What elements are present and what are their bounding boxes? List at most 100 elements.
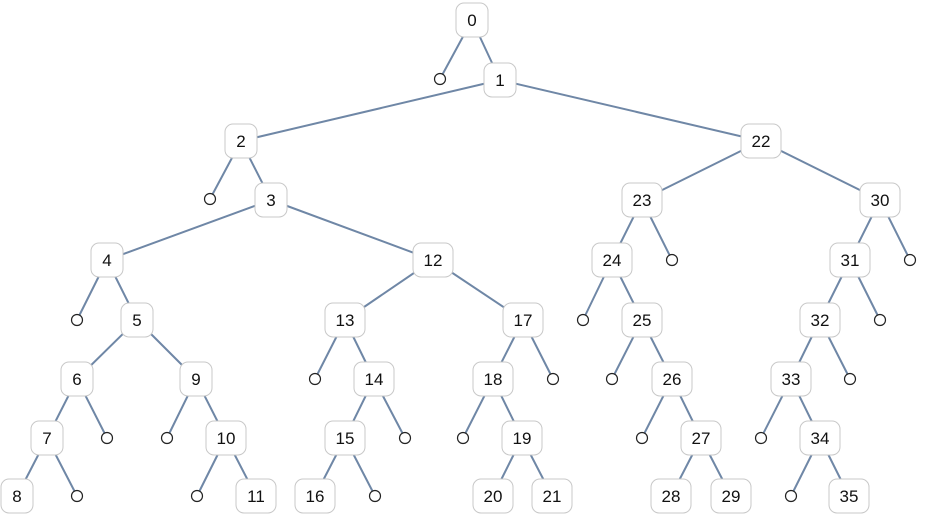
- tree-node-2: 2: [224, 123, 258, 159]
- node-box: [650, 478, 692, 514]
- tree-node-16: 16: [294, 478, 336, 514]
- empty-leaf-circle-icon: [70, 313, 84, 327]
- empty-leaf-circle-icon: [398, 431, 412, 445]
- node-box: [770, 361, 812, 397]
- node-label: 30: [871, 191, 890, 210]
- node-box: [353, 361, 395, 397]
- node-label: 19: [513, 429, 532, 448]
- tree-node-31: 31: [829, 242, 871, 278]
- tree-node-34: 34: [799, 420, 841, 456]
- node-label: 26: [663, 370, 682, 389]
- empty-leaf-circle-icon: [754, 431, 768, 445]
- node-box: [60, 361, 94, 397]
- empty-leaf-circle-icon: [873, 313, 887, 327]
- node-box: [829, 242, 871, 278]
- node-label: 32: [811, 311, 830, 330]
- tree-node-30: 30: [859, 182, 901, 218]
- node-box: [621, 302, 663, 338]
- node-box: [30, 420, 64, 456]
- node-label: 27: [692, 429, 711, 448]
- node-label: 23: [633, 191, 652, 210]
- node-box: [235, 478, 277, 514]
- tree-node-5: 5: [120, 302, 154, 338]
- node-box: [472, 361, 514, 397]
- empty-leaf-circle-icon: [100, 431, 114, 445]
- empty-leaf-circle-icon: [665, 253, 679, 267]
- node-box: [502, 302, 544, 338]
- edge-3-4: [106, 199, 272, 261]
- tree-node-35: 35: [828, 478, 870, 514]
- node-box: [799, 420, 841, 456]
- empty-leaf-circle-icon: [635, 431, 649, 445]
- node-label: 18: [484, 370, 503, 389]
- tree-node-15: 15: [324, 420, 366, 456]
- tree-node-28: 28: [650, 478, 692, 514]
- tree-node-11: 11: [235, 478, 277, 514]
- node-box: [651, 361, 693, 397]
- node-box: [120, 302, 154, 338]
- node-label: 1: [495, 71, 504, 90]
- empty-leaf-circle-icon: [605, 372, 619, 386]
- node-label: 22: [752, 132, 771, 151]
- tree-node-8: 8: [0, 478, 34, 514]
- node-label: 2: [236, 132, 245, 151]
- tree-node-33: 33: [770, 361, 812, 397]
- node-box: [254, 182, 288, 218]
- node-box: [412, 242, 454, 278]
- tree-node-6: 6: [60, 361, 94, 397]
- node-label: 24: [603, 251, 622, 270]
- tree-node-26: 26: [651, 361, 693, 397]
- node-label: 0: [467, 11, 476, 30]
- tree-node-1: 1: [483, 62, 517, 98]
- empty-leaf-circle-icon: [433, 72, 447, 86]
- tree-node-12: 12: [412, 242, 454, 278]
- tree-node-21: 21: [531, 478, 573, 514]
- empty-leaf-circle-icon: [546, 372, 560, 386]
- node-label: 34: [811, 429, 830, 448]
- edge-3-12: [270, 199, 434, 261]
- edge-1-22: [499, 79, 762, 142]
- tree-node-4: 4: [90, 242, 124, 278]
- empty-leaf-circle-icon: [368, 489, 382, 503]
- node-box: [324, 420, 366, 456]
- tree-edges: [16, 19, 911, 497]
- tree-node-23: 23: [621, 182, 663, 218]
- tree-node-7: 7: [30, 420, 64, 456]
- node-label: 10: [217, 429, 236, 448]
- empty-leaf-circle-icon: [903, 253, 917, 267]
- tree-node-19: 19: [501, 420, 543, 456]
- node-label: 17: [514, 311, 533, 330]
- node-box: [621, 182, 663, 218]
- node-label: 33: [782, 370, 801, 389]
- tree-node-27: 27: [680, 420, 722, 456]
- node-box: [90, 242, 124, 278]
- node-box: [531, 478, 573, 514]
- node-label: 16: [306, 487, 325, 506]
- node-label: 31: [841, 251, 860, 270]
- empty-leaf-circle-icon: [456, 431, 470, 445]
- empty-leaf-circle-icon: [70, 489, 84, 503]
- empty-leaf-circle-icon: [190, 489, 204, 503]
- empty-leaf-circle-icon: [203, 192, 217, 206]
- tree-node-20: 20: [472, 478, 514, 514]
- node-label: 4: [102, 251, 111, 270]
- node-box: [740, 123, 782, 159]
- tree-node-18: 18: [472, 361, 514, 397]
- node-box: [0, 478, 34, 514]
- node-label: 29: [722, 487, 741, 506]
- empty-leaf-circle-icon: [784, 489, 798, 503]
- edge-1-2: [240, 79, 501, 142]
- node-box: [501, 420, 543, 456]
- node-label: 12: [424, 251, 443, 270]
- node-label: 25: [633, 311, 652, 330]
- empty-leaves: [70, 72, 917, 503]
- node-box: [472, 478, 514, 514]
- node-box: [205, 420, 247, 456]
- tree-node-9: 9: [179, 361, 213, 397]
- tree-node-10: 10: [205, 420, 247, 456]
- node-box: [224, 123, 258, 159]
- empty-leaf-circle-icon: [576, 313, 590, 327]
- tree-node-13: 13: [324, 302, 366, 338]
